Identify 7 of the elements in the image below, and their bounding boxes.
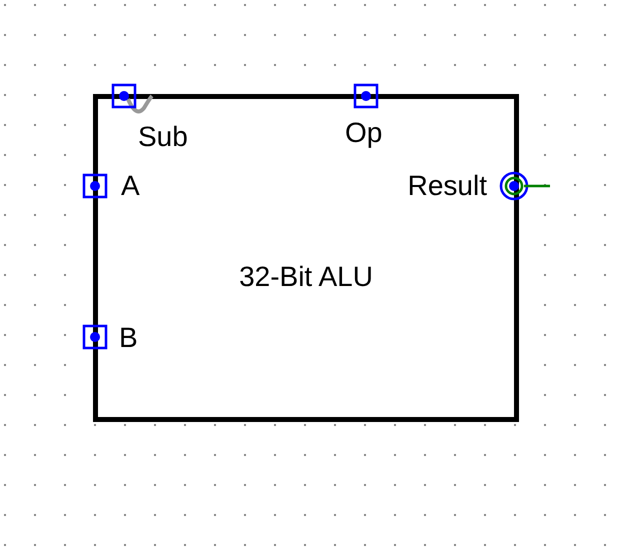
alu-component-box <box>93 94 519 422</box>
pin-label: Op <box>345 117 382 149</box>
component-name: 32-Bit ALU <box>239 261 373 293</box>
pin-label: Result <box>408 170 487 202</box>
pin-label: Sub <box>138 121 188 153</box>
pin-label: B <box>119 322 138 354</box>
pin-label: A <box>121 170 140 202</box>
